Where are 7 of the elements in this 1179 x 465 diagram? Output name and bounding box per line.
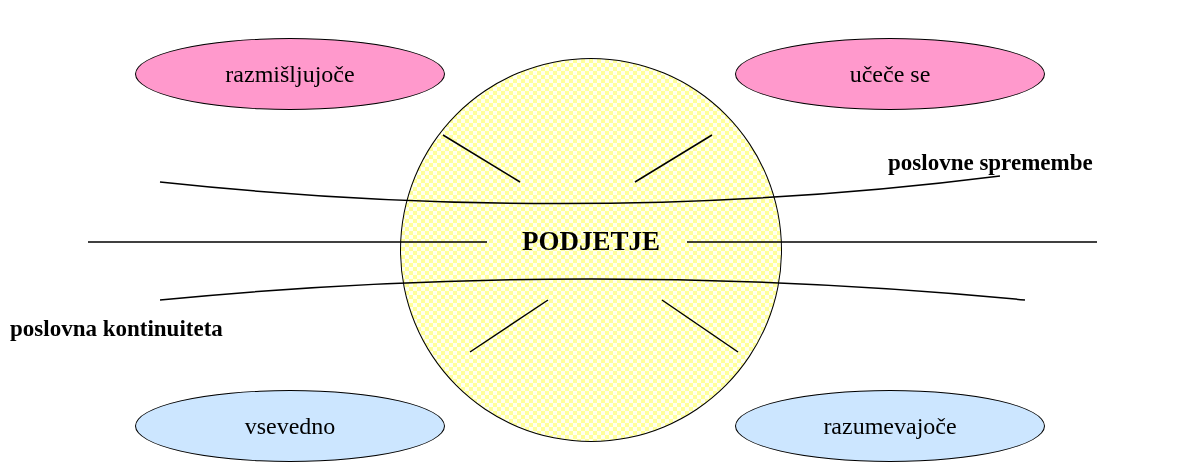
trait-oval: učeče se [735, 38, 1045, 110]
axis-caption: poslovna kontinuiteta [10, 316, 223, 342]
trait-oval: razmišljujoče [135, 38, 445, 110]
trait-oval: razumevajoče [735, 390, 1045, 462]
center-title: PODJETJE [521, 226, 661, 257]
axis-caption: poslovne spremembe [888, 150, 1093, 176]
trait-oval: vsevedno [135, 390, 445, 462]
